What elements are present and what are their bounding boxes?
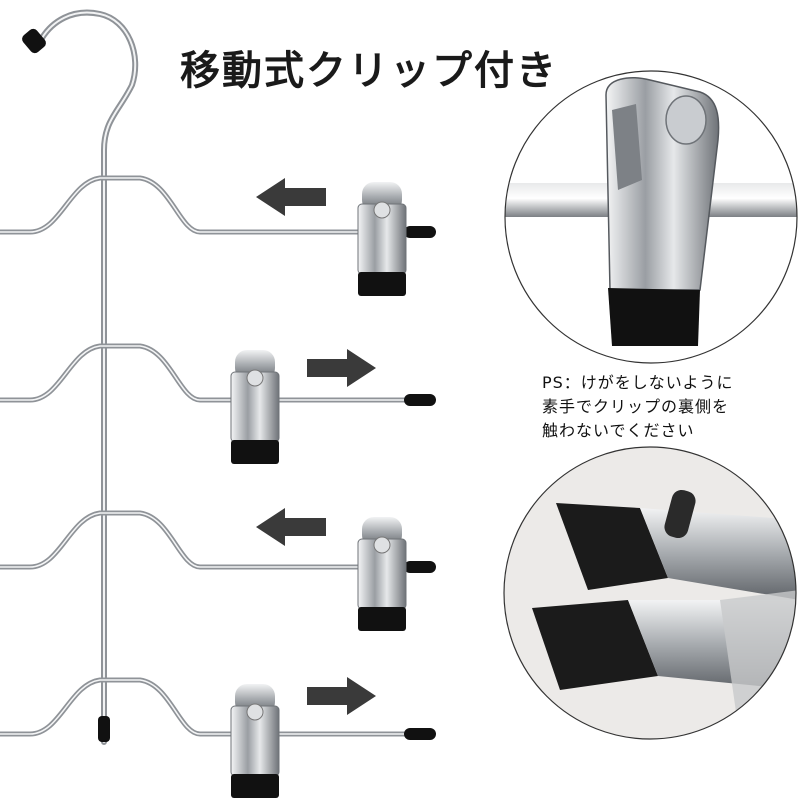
arrow-left-icon xyxy=(256,508,326,546)
clip-closeup-circle xyxy=(504,70,798,364)
caution-note-line: 触わないでください xyxy=(542,421,695,440)
caution-note-line: PS：けがをしないように xyxy=(542,373,734,392)
arrow-right-icon xyxy=(307,677,376,715)
caution-note: PS：けがをしないように 素手でクリップの裏側を 触わないでください xyxy=(542,371,734,443)
clip-underside-closeup-circle xyxy=(503,446,797,740)
page-title: 移動式クリップ付き xyxy=(180,48,558,94)
tier-clip xyxy=(357,182,407,296)
caution-note-line: 素手でクリップの裏側を xyxy=(542,397,730,416)
tier-clip xyxy=(357,517,407,631)
tier-clip xyxy=(230,684,280,798)
tier-clip xyxy=(230,350,280,464)
arrow-right-icon xyxy=(307,349,376,387)
hanger-tiers xyxy=(0,175,436,740)
hanger-hook xyxy=(22,9,139,745)
arrow-left-icon xyxy=(256,178,326,216)
